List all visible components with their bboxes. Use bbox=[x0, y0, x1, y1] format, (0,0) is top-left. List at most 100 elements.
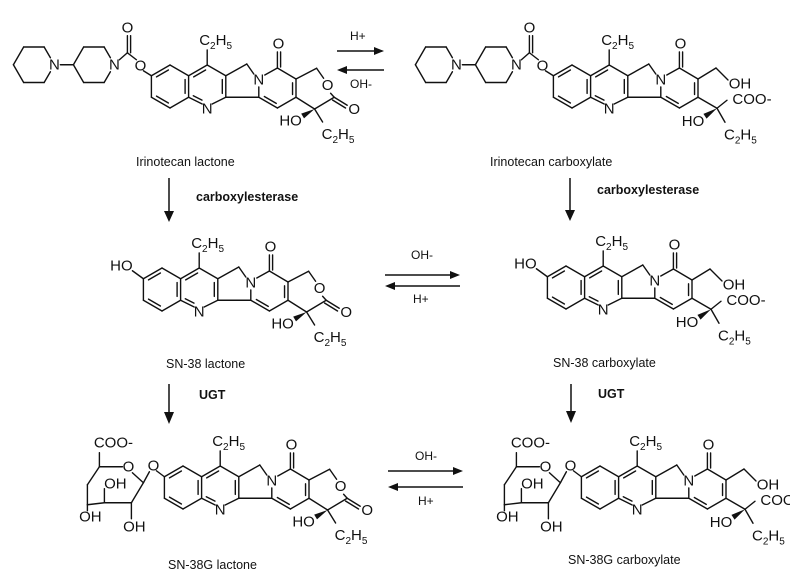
bond bbox=[599, 497, 620, 510]
bond bbox=[321, 295, 327, 301]
bond bbox=[287, 299, 308, 313]
bond bbox=[544, 70, 555, 77]
bond bbox=[414, 46, 427, 66]
oxygen-atom: O bbox=[524, 19, 536, 36]
oxygen-atom: O bbox=[540, 458, 552, 475]
double-bond bbox=[147, 298, 162, 307]
double-bond bbox=[168, 496, 183, 505]
equilibrium-top-label: H+ bbox=[350, 29, 366, 43]
bond bbox=[621, 264, 644, 278]
double-bond bbox=[205, 470, 220, 479]
bond bbox=[697, 96, 718, 109]
bond bbox=[182, 497, 203, 510]
double-bond bbox=[557, 95, 572, 104]
double-bond bbox=[255, 298, 269, 308]
nitrogen-atom: N bbox=[253, 72, 264, 89]
bond bbox=[520, 52, 531, 61]
equilibrium-sn38g: OH- H+ bbox=[388, 449, 463, 508]
bond bbox=[198, 267, 219, 280]
bond bbox=[571, 64, 592, 77]
double-bond bbox=[205, 496, 216, 502]
double-bond bbox=[184, 298, 195, 304]
bond bbox=[602, 265, 623, 278]
bond bbox=[589, 64, 610, 77]
label-sn38-lactone: SN-38 lactone bbox=[166, 357, 245, 371]
bond bbox=[187, 96, 203, 105]
bond bbox=[706, 497, 727, 510]
bond bbox=[552, 64, 573, 77]
bond bbox=[206, 64, 227, 77]
bond bbox=[678, 67, 699, 80]
wedge-bond bbox=[293, 312, 307, 322]
bond bbox=[445, 46, 454, 59]
bond bbox=[238, 464, 261, 478]
double-bond bbox=[594, 69, 609, 78]
bond bbox=[163, 497, 184, 510]
oxygen-atom: O bbox=[135, 57, 147, 74]
bond bbox=[552, 96, 573, 109]
bond bbox=[528, 52, 540, 61]
double-bond bbox=[588, 296, 599, 302]
bond bbox=[672, 268, 693, 281]
hydroxyl-label: OH bbox=[104, 475, 127, 492]
bond bbox=[295, 96, 316, 110]
bond bbox=[325, 299, 340, 309]
label-irinotecan-lactone: Irinotecan lactone bbox=[136, 155, 235, 169]
bond bbox=[666, 67, 681, 76]
bond bbox=[744, 500, 756, 510]
oxygen-atom: O bbox=[669, 237, 681, 254]
bond bbox=[474, 64, 487, 84]
oxygen-atom: O bbox=[314, 280, 326, 297]
double-bond bbox=[622, 496, 633, 502]
nitrogen-atom: N bbox=[451, 56, 462, 73]
bond bbox=[694, 468, 709, 477]
bond bbox=[256, 270, 271, 279]
bond bbox=[276, 96, 297, 109]
double-bond bbox=[585, 470, 600, 479]
bond bbox=[676, 464, 685, 476]
bond bbox=[224, 497, 240, 506]
equilibrium-top-label: OH- bbox=[411, 248, 433, 262]
double-bond bbox=[551, 270, 566, 279]
arrow-sn38-to-sn38g-lactone bbox=[164, 384, 174, 424]
bond bbox=[187, 64, 208, 77]
bond bbox=[474, 46, 487, 66]
bond bbox=[142, 299, 163, 312]
oxygen-atom: O bbox=[123, 458, 135, 475]
bond bbox=[211, 96, 227, 105]
nitrogen-atom: N bbox=[109, 56, 120, 73]
double-bond bbox=[192, 69, 207, 78]
bond bbox=[161, 299, 182, 312]
bond bbox=[691, 268, 711, 281]
bond bbox=[169, 64, 190, 77]
double-bond bbox=[551, 296, 566, 305]
hydroxyl-label: OH bbox=[79, 508, 102, 525]
hydroxyl-label: HO bbox=[682, 113, 705, 130]
ethyl-group-label: C2H5 bbox=[629, 433, 662, 453]
bond bbox=[103, 46, 112, 59]
equilibrium-bottom-label: H+ bbox=[413, 292, 429, 306]
bond bbox=[217, 266, 240, 280]
double-bond bbox=[665, 95, 679, 105]
oxygen-atom: O bbox=[703, 437, 715, 454]
enzyme-label-ugt-left: UGT bbox=[199, 388, 226, 402]
bond bbox=[142, 70, 153, 77]
wedge-bond bbox=[314, 510, 328, 520]
bond bbox=[617, 497, 633, 506]
carboxylate-label: COO- bbox=[732, 91, 771, 108]
bond bbox=[305, 311, 316, 326]
ethyl-group-label: C2H5 bbox=[718, 327, 751, 347]
bond bbox=[572, 470, 583, 478]
bond bbox=[43, 46, 52, 59]
bond bbox=[238, 266, 247, 278]
nitrogen-atom: N bbox=[194, 304, 205, 321]
bond bbox=[326, 509, 337, 524]
arrow-irinotecan-to-sn38-carboxylate bbox=[565, 178, 575, 221]
nitrogen-atom: N bbox=[245, 275, 256, 292]
bond bbox=[710, 300, 722, 310]
carboxylate-label: COO- bbox=[94, 434, 133, 451]
double-bond bbox=[276, 496, 290, 506]
bond bbox=[271, 497, 292, 510]
